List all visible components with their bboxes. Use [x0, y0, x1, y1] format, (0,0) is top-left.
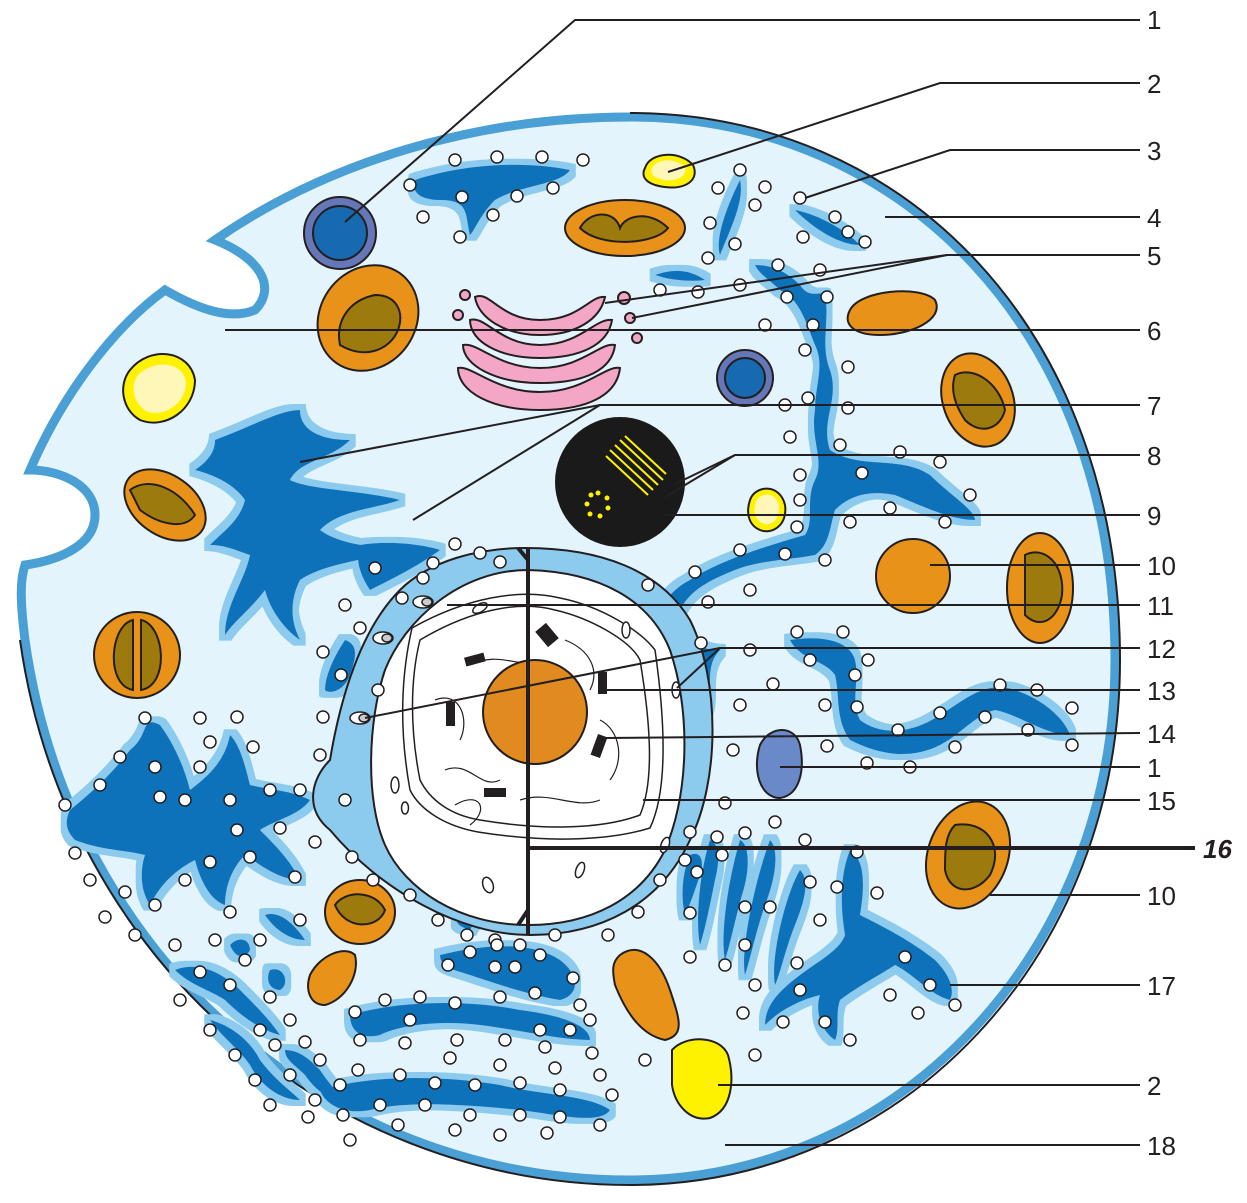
centrosome: [555, 417, 685, 547]
mitochondrion-1: [565, 200, 685, 256]
label-5: 5: [1147, 241, 1161, 271]
label-16: 16: [1203, 834, 1232, 864]
label-10b: 10: [1147, 881, 1176, 911]
label-6: 6: [1147, 316, 1161, 346]
label-2b: 2: [1147, 1071, 1161, 1101]
mitochondrion-7: [325, 880, 395, 944]
label-13: 13: [1147, 676, 1176, 706]
number-labels: 1 2 3 4 5 6 7 8 9 10 11 12 13 14 1 15 16…: [1147, 5, 1232, 1161]
mitochondrion-8: [94, 612, 180, 698]
mitochondrion-5: [1007, 533, 1073, 643]
label-10: 10: [1147, 551, 1176, 581]
lysosome-3: [757, 730, 802, 798]
vacuole-bottom: [672, 1039, 731, 1118]
label-7: 7: [1147, 391, 1161, 421]
label-18: 18: [1147, 1131, 1176, 1161]
label-11: 11: [1147, 591, 1174, 621]
peroxisome: [876, 539, 950, 613]
label-17: 17: [1147, 971, 1176, 1001]
label-2: 2: [1147, 69, 1161, 99]
label-1: 1: [1147, 5, 1161, 35]
label-9: 9: [1147, 501, 1161, 531]
label-8: 8: [1147, 441, 1161, 471]
label-12: 12: [1147, 634, 1176, 664]
label-4: 4: [1147, 203, 1161, 233]
label-15: 15: [1147, 786, 1176, 816]
label-14: 14: [1147, 719, 1176, 749]
label-1b: 1: [1147, 753, 1161, 783]
label-3: 3: [1147, 136, 1161, 166]
nucleolus: [483, 660, 587, 764]
